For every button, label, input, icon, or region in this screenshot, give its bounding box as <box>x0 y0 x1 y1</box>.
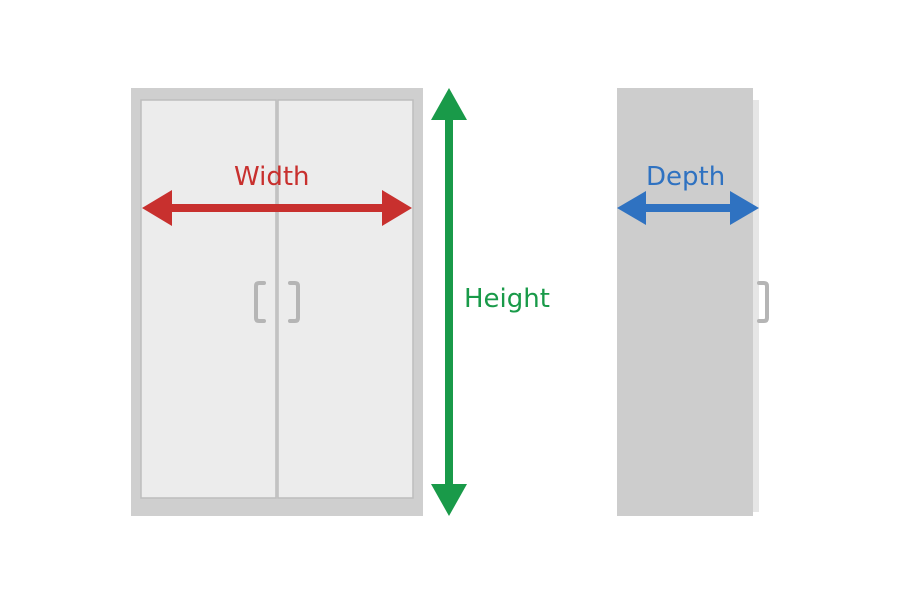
width-arrow-head-left <box>142 190 172 226</box>
side-panel <box>617 88 753 516</box>
depth-arrow-head-left <box>617 191 646 225</box>
cabinet-side-view <box>617 88 769 516</box>
height-arrow-icon <box>431 88 467 516</box>
width-label: Width <box>234 162 310 192</box>
width-arrow-head-right <box>382 190 412 226</box>
cabinet-front-view <box>131 88 423 516</box>
height-arrow-head-bottom <box>431 484 467 516</box>
depth-arrow-head-right <box>730 191 759 225</box>
right-door-handle <box>288 281 300 323</box>
side-handle <box>757 281 769 323</box>
height-arrow-head-top <box>431 88 467 120</box>
depth-arrow-icon <box>617 191 759 225</box>
right-door <box>277 99 414 499</box>
left-door <box>140 99 277 499</box>
height-label: Height <box>464 284 550 314</box>
width-arrow-icon <box>142 190 412 226</box>
left-door-handle <box>254 281 266 323</box>
side-door-edge <box>751 100 759 512</box>
depth-label: Depth <box>646 162 726 192</box>
